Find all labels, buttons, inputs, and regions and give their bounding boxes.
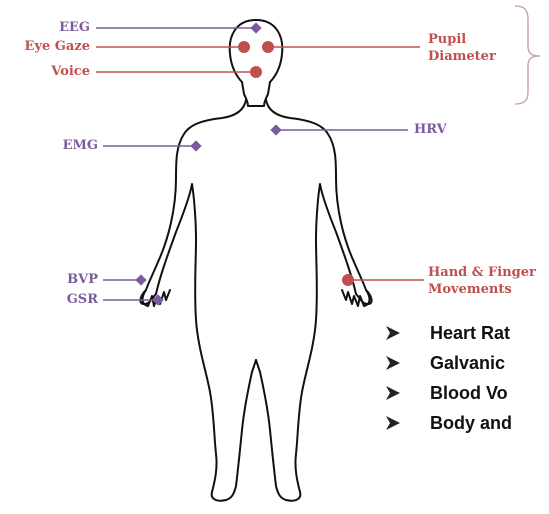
hrv-diamond-marker-icon [270, 124, 281, 135]
hand-finger-label-line2: Movements [428, 283, 512, 297]
left-eye-circle-marker-icon [238, 41, 250, 53]
voice-label: Voice [10, 65, 90, 79]
pupil-group-bracket [515, 6, 540, 104]
right-eye-circle-marker-icon [262, 41, 274, 53]
eeg-diamond-marker-icon [250, 22, 261, 33]
bullet-text: Blood Vo [430, 378, 508, 408]
bullet-text: Heart Rat [430, 318, 510, 348]
gsr-label: GSR [20, 293, 98, 307]
emg-diamond-marker-icon [190, 140, 201, 151]
bvp-diamond-marker-icon [135, 274, 146, 285]
human-body-outline [140, 20, 371, 501]
sensor-markers [135, 22, 354, 305]
arrow-bullet-icon [384, 408, 404, 438]
body-right-leg [256, 320, 316, 501]
arrow-bullet-icon [384, 318, 404, 348]
hand-circle-marker-icon [342, 274, 354, 286]
pupil-diameter-label-line1: Pupil [428, 33, 466, 47]
eeg-label: EEG [20, 21, 90, 35]
arrow-bullet-icon [384, 378, 404, 408]
hrv-label: HRV [414, 123, 447, 137]
body-left-side [140, 100, 246, 304]
voice-circle-marker-icon [250, 66, 262, 78]
eye-gaze-label: Eye Gaze [0, 40, 90, 54]
bullet-text: Galvanic [430, 348, 505, 378]
arrow-bullet-icon [384, 348, 404, 378]
hand-finger-label-line1: Hand & Finger [428, 266, 536, 280]
body-left-leg [196, 320, 256, 501]
bullet-text: Body and [430, 408, 512, 438]
bvp-label: BVP [20, 273, 98, 287]
pupil-diameter-label-line2: Diameter [428, 50, 496, 64]
emg-label: EMG [20, 139, 98, 153]
